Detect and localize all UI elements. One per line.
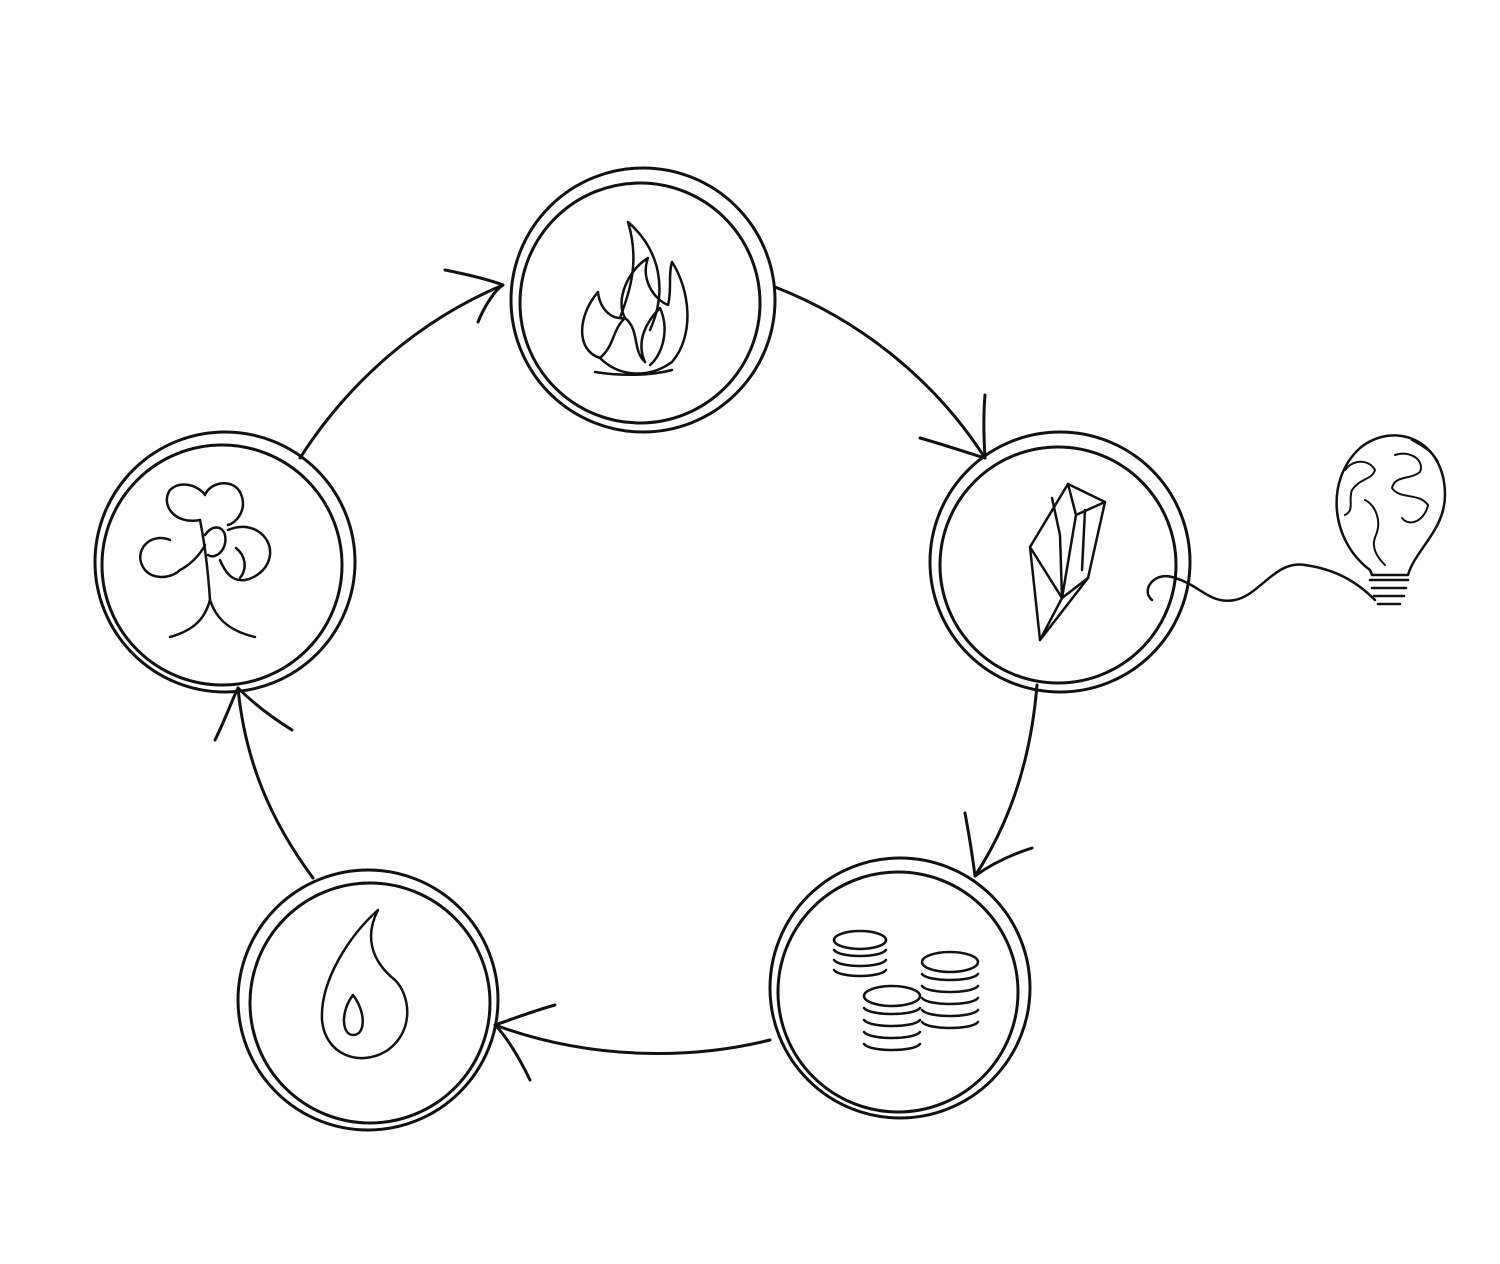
arc-fire-to-crystal — [773, 285, 987, 460]
globe-continents — [1344, 439, 1439, 566]
node-drop-ring — [236, 868, 500, 1132]
node-drop — [236, 868, 500, 1132]
globe-lightbulb-icon — [1335, 434, 1447, 606]
node-tree-ring — [93, 430, 357, 694]
arrow-head-to-drop — [493, 1003, 557, 1082]
node-fire — [509, 166, 777, 434]
arc-tree-to-fire — [298, 283, 505, 460]
node-crystal-ring — [928, 430, 1192, 694]
node-fire-ring — [509, 166, 777, 434]
tree-icon — [139, 482, 272, 639]
crystal-icon — [1028, 482, 1107, 642]
coin-stacks-icon — [832, 929, 980, 1052]
bulb-glass — [1335, 434, 1447, 606]
node-coins — [768, 856, 1032, 1120]
arc-drop-to-tree — [236, 686, 315, 880]
drop-icon — [320, 908, 409, 1060]
cycle-arrowheads — [213, 268, 1034, 1082]
cycle-connector-lines — [236, 283, 1039, 1055]
arc-coins-to-drop — [493, 1023, 772, 1055]
bulb-cord — [1146, 563, 1377, 603]
node-tree — [93, 430, 357, 694]
node-coins-ring — [768, 856, 1032, 1120]
arrow-head-to-tree — [213, 686, 294, 742]
arrow-head-to-crystal — [918, 393, 987, 460]
arrow-head-to-fire — [443, 268, 505, 324]
arc-crystal-to-coins — [973, 683, 1039, 878]
node-crystal — [928, 430, 1377, 694]
arrow-head-to-coins — [963, 811, 1034, 878]
flame-icon — [580, 220, 689, 377]
